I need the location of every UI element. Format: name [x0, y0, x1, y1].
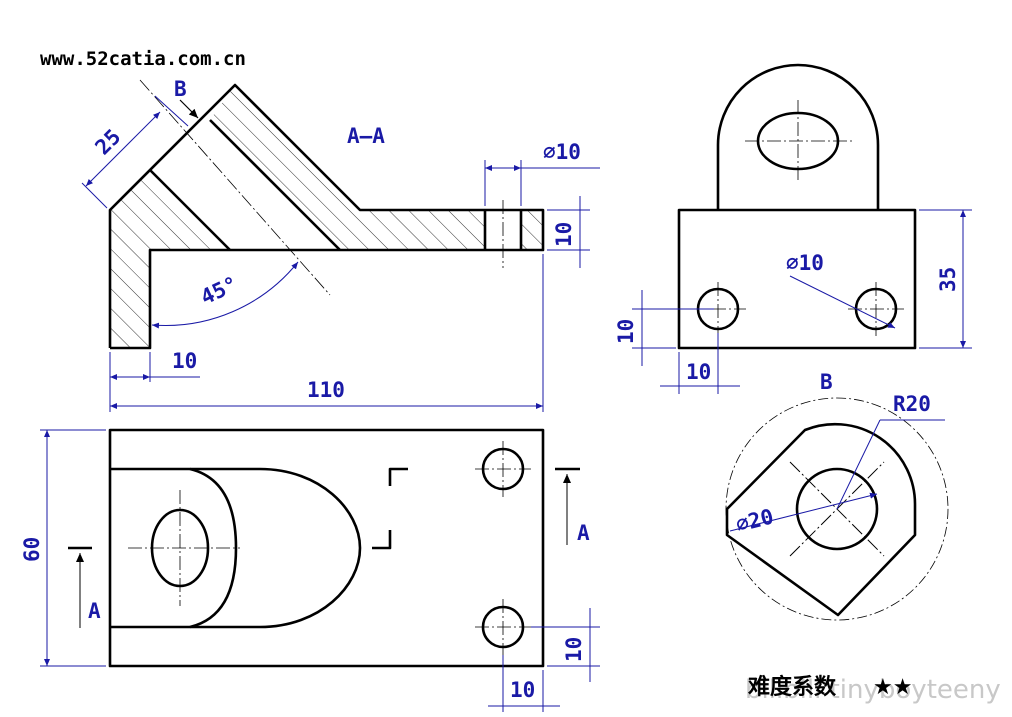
view-b-label: B [174, 77, 187, 101]
dim-10-wall: 10 [172, 349, 197, 373]
dim-10-side-v: 10 [614, 319, 638, 344]
dim-10-plan-h: 10 [510, 678, 535, 702]
section-view-aa: A—A B 25 45° 10 110 ∅10 10 [81, 77, 600, 412]
r20-leader [836, 419, 881, 510]
dim-dia10-top: ∅10 [543, 140, 581, 164]
bore-centerline [139, 79, 331, 296]
bore-edge-lower [149, 169, 231, 251]
dim-dia10-right: ∅10 [786, 251, 824, 275]
view-b-arrow [179, 99, 199, 119]
view-b-title: B [820, 370, 833, 394]
cut-label-left: A [88, 599, 101, 623]
difficulty-label: 难度系数 [747, 674, 837, 700]
bore-edge-upper [209, 119, 341, 251]
difficulty-stars: ★★ [873, 675, 912, 700]
watermark: bilibili tinyboyteeny [745, 675, 1001, 705]
section-label: A—A [347, 124, 385, 148]
dim-60: 60 [20, 537, 44, 562]
website-url: www.52catia.com.cn [40, 48, 246, 70]
dia10-right-leader [789, 275, 896, 329]
dim-35: 35 [936, 267, 960, 292]
dim-10-side-h: 10 [686, 360, 711, 384]
section-bend-top [388, 467, 408, 486]
cut-label-right: A [577, 521, 590, 545]
plan-arc-inner [189, 467, 238, 629]
plan-view: A A 60 10 10 [20, 428, 600, 712]
angle-arc [151, 261, 299, 329]
dim25-ext1 [81, 182, 108, 209]
angle-45: 45° [197, 272, 242, 310]
flange-outline [725, 422, 917, 617]
section-bend-bot [372, 530, 392, 550]
plan-arc-outer [190, 467, 362, 629]
dim-10-slot: 10 [552, 222, 576, 247]
hatch-left-wall [110, 170, 230, 348]
dim-25: 25 [91, 125, 126, 160]
dia20-leader [729, 492, 878, 532]
bore-circle [795, 467, 879, 551]
base-outline [677, 208, 917, 350]
dim25-ext2 [154, 95, 189, 127]
dim-10-plan-v: 10 [562, 637, 586, 662]
dim-r20: R20 [893, 392, 931, 416]
dim-dia20: ∅20 [733, 504, 776, 536]
view-b: B R20 ∅20 [725, 370, 949, 621]
dim-110: 110 [307, 378, 345, 402]
side-view: ∅10 35 10 10 [614, 63, 972, 394]
lug-outline [716, 63, 880, 210]
dim25-line [85, 111, 161, 187]
plan-outline [108, 428, 545, 668]
